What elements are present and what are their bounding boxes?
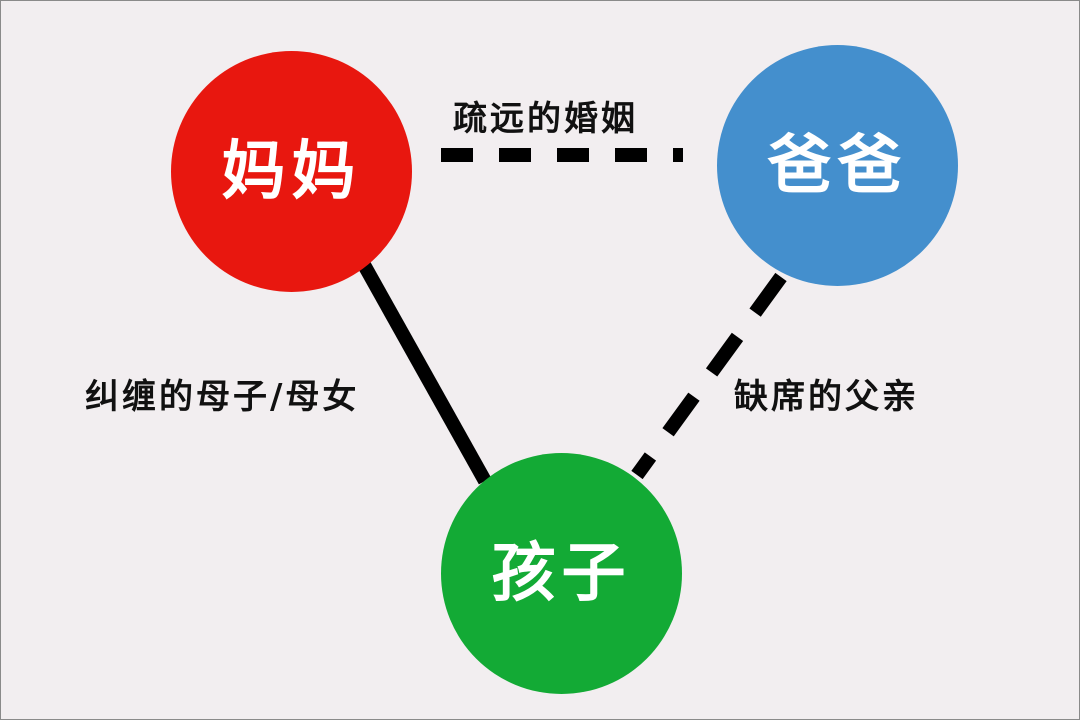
mother-child-label: 纠缠的母子/母女	[85, 377, 360, 417]
father-node: 爸爸	[717, 45, 958, 286]
child-label: 孩子	[491, 536, 632, 611]
mother-label: 妈妈	[221, 134, 362, 209]
marriage-label: 疏远的婚姻	[453, 99, 638, 139]
mother-child-line	[356, 259, 492, 485]
father-label: 爸爸	[767, 128, 908, 203]
father-child-label: 缺席的父亲	[734, 377, 919, 417]
mother-node: 妈妈	[171, 51, 412, 292]
father-child-line	[631, 272, 787, 480]
child-node: 孩子	[441, 453, 682, 694]
